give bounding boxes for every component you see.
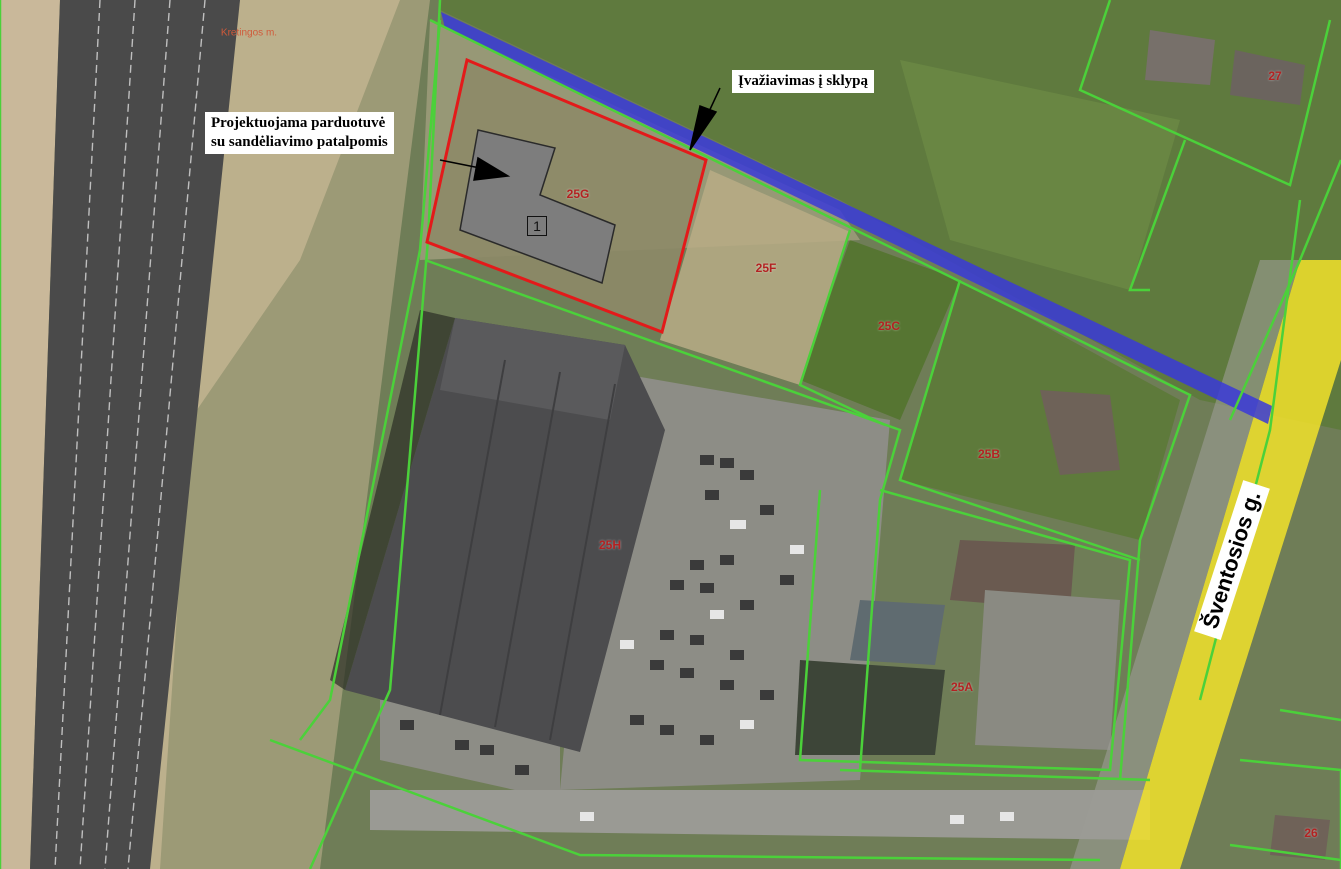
place-label-kretinga: Kretingos m. [220, 27, 278, 39]
plot-label-26[interactable]: 26 [1304, 826, 1318, 840]
plot-label-25a[interactable]: 25A [950, 680, 974, 694]
entrance-callout: Įvažiavimas į sklypą [732, 70, 875, 93]
plot-label-25b[interactable]: 25B [977, 447, 1001, 461]
plot-label-25c[interactable]: 25C [877, 319, 901, 333]
plot-label-25g[interactable]: 25G [566, 187, 590, 201]
plot-label-25h[interactable]: 25H [598, 538, 622, 552]
plot-label-27[interactable]: 27 [1268, 69, 1282, 83]
store-callout-line-2: su sandėliavimo patalpomis [211, 134, 388, 150]
plot-label-25f[interactable]: 25F [755, 261, 777, 275]
building-number-marker: 1 [527, 216, 547, 236]
store-callout-line-1: Projektuojama parduotuvė [211, 115, 386, 131]
store-callout: Projektuojama parduotuvė su sandėliavimo… [205, 112, 394, 154]
